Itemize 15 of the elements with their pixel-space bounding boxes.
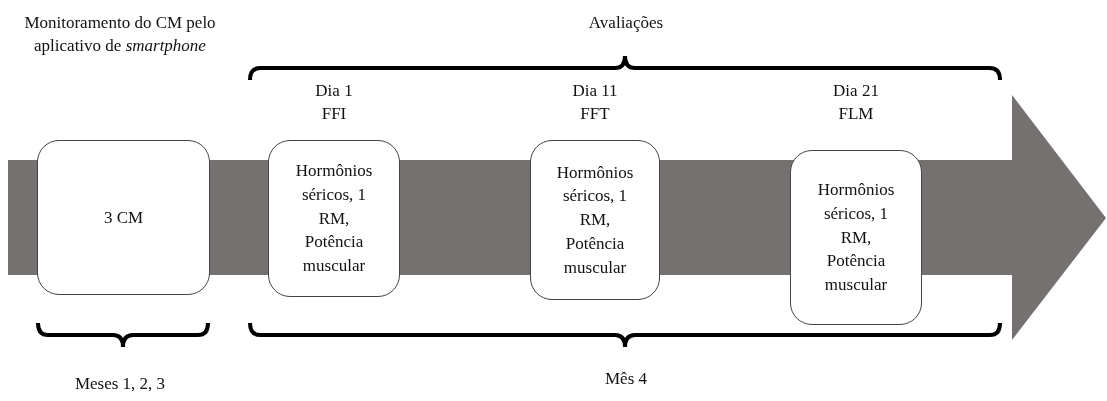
label: Mês 4	[604, 368, 648, 390]
box-text: Hormônios séricos, 1 RM, Potência muscular	[555, 161, 635, 279]
label: Avaliações	[587, 12, 665, 34]
label: Meses 1, 2, 3	[73, 373, 167, 395]
box-text: Hormônios séricos, 1 RM, Potência muscular	[816, 179, 896, 297]
rounded-box	[530, 140, 660, 300]
rounded-box	[37, 140, 210, 295]
label: Dia 11 FFT	[571, 80, 619, 125]
rounded-box	[790, 150, 922, 325]
label: Dia 1 FFI	[314, 80, 354, 125]
label: Monitoramento do CM pelo aplicativo de smartphone	[23, 12, 217, 57]
box-text: Hormônios séricos, 1 RM, Potência muscular	[294, 160, 374, 278]
box-text: 3 CM	[102, 206, 145, 229]
rounded-box	[268, 140, 400, 297]
label: Dia 21 FLM	[832, 80, 880, 125]
